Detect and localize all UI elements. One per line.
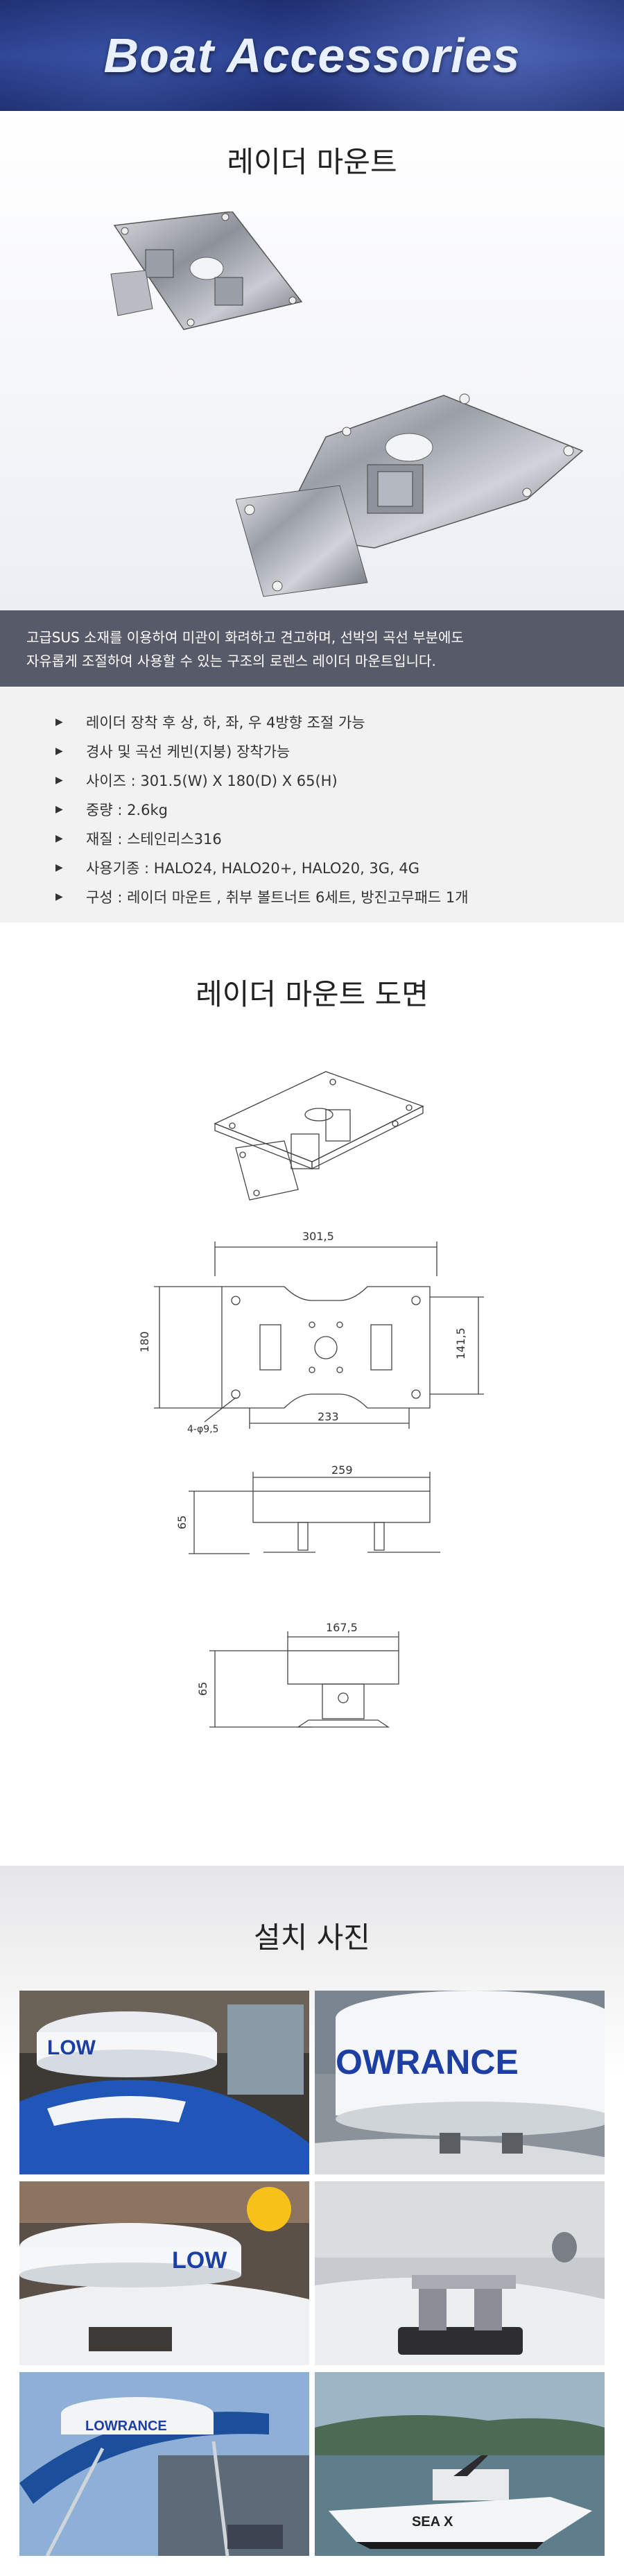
- banner: Boat Accessories: [0, 0, 624, 111]
- install-photo-3: LOW: [19, 2181, 309, 2365]
- install-photo-1: LOW: [19, 1991, 309, 2174]
- drawing-section: 레이더 마운트 도면 301,5 180: [0, 922, 624, 1866]
- spec-bullet-icon: ▶: [55, 891, 63, 902]
- installation-title: 설치 사진: [254, 1921, 370, 1955]
- drawing-title: 레이더 마운트 도면: [196, 977, 428, 1011]
- front-view-drawing: 167,5 65: [196, 1621, 399, 1728]
- dim-hole: 4-φ9,5: [187, 1424, 218, 1435]
- description-line-2: 자유롭게 조절하여 사용할 수 있는 구조의 로렌스 레이더 마운트입니다.: [26, 653, 436, 669]
- spec-item: ▶ 레이더 장착 후 상, 하, 좌, 우 4방향 조절 가능: [55, 707, 624, 737]
- spec-bullet-icon: ▶: [55, 775, 63, 786]
- spec-bullet-icon: ▶: [55, 862, 63, 873]
- dim-front-height: 65: [196, 1682, 209, 1696]
- photo-6-text: SEA X: [412, 2514, 453, 2530]
- dim-side-width: 259: [331, 1463, 353, 1477]
- install-photo-6: SEA X: [315, 2372, 605, 2556]
- install-photo-4: [315, 2181, 605, 2365]
- photo-2-text: OWRANCE: [336, 2043, 519, 2081]
- product-title: 레이더 마운트: [227, 145, 397, 179]
- spec-text: 중량 : 2.6kg: [86, 802, 168, 818]
- spec-item: ▶ 재질 : 스테인리스316: [55, 824, 624, 853]
- photo-1-text: LOW: [47, 2036, 96, 2059]
- product-section: 레이더 마운트: [0, 111, 624, 610]
- spec-text: 구성 : 레이더 마운트 , 취부 볼트너트 6세트, 방진고무패드 1개: [86, 889, 469, 906]
- spec-bullet-icon: ▶: [55, 716, 63, 728]
- side-view-drawing: 259 65: [175, 1463, 440, 1554]
- spec-item: ▶ 경사 및 곡선 케빈(지붕) 장착가능: [55, 737, 624, 766]
- dim-bottom-width: 233: [318, 1410, 339, 1423]
- spec-bullet-icon: ▶: [55, 746, 63, 757]
- install-photo-2: OWRANCE: [315, 1991, 605, 2174]
- spec-text: 재질 : 스테인리스316: [86, 831, 222, 848]
- photo-5-text: LOWRANCE: [85, 2419, 167, 2434]
- spec-item: ▶ 사이즈 : 301.5(W) X 180(D) X 65(H): [55, 766, 624, 795]
- dim-side-height: 65: [175, 1515, 189, 1529]
- top-view-drawing: 301,5 180 141,5 233 4-: [139, 1230, 484, 1435]
- dim-inner-depth: 141,5: [454, 1328, 467, 1359]
- spec-item: ▶ 중량 : 2.6kg: [55, 795, 624, 824]
- spec-text: 레이더 장착 후 상, 하, 좌, 우 4방향 조절 가능: [86, 714, 365, 731]
- spec-bullet-icon: ▶: [55, 804, 63, 815]
- banner-title: Boat Accessories: [103, 28, 521, 83]
- dim-depth: 180: [139, 1331, 151, 1353]
- spec-text: 사이즈 : 301.5(W) X 180(D) X 65(H): [86, 773, 338, 789]
- spec-text: 경사 및 곡선 케빈(지붕) 장착가능: [86, 744, 291, 760]
- installation-section: 설치 사진 LOW: [0, 1866, 624, 2576]
- install-photo-5: LOWRANCE: [19, 2372, 309, 2556]
- isometric-drawing: [214, 1071, 424, 1201]
- spec-item: ▶ 구성 : 레이더 마운트 , 취부 볼트너트 6세트, 방진고무패드 1개: [55, 882, 624, 911]
- spec-bullet-icon: ▶: [55, 833, 63, 844]
- description-line-1: 고급SUS 소재를 이용하여 미관이 화려하고 견고하며, 선박의 곡선 부분에…: [26, 629, 464, 646]
- spec-list: ▶ 레이더 장착 후 상, 하, 좌, 우 4방향 조절 가능 ▶ 경사 및 곡선 …: [0, 687, 624, 922]
- mount-photo-small: [110, 212, 303, 330]
- mount-photo-large: [236, 393, 584, 597]
- photo-3-text: LOW: [172, 2247, 227, 2274]
- spec-item: ▶ 사용기종 : HALO24, HALO20+, HALO20, 3G, 4G: [55, 853, 624, 882]
- dim-front-width: 167,5: [326, 1621, 358, 1634]
- spec-text: 사용기종 : HALO24, HALO20+, HALO20, 3G, 4G: [86, 860, 420, 877]
- dim-top-width: 301,5: [302, 1230, 334, 1243]
- description-band: 고급SUS 소재를 이용하여 미관이 화려하고 견고하며, 선박의 곡선 부분에…: [0, 610, 624, 687]
